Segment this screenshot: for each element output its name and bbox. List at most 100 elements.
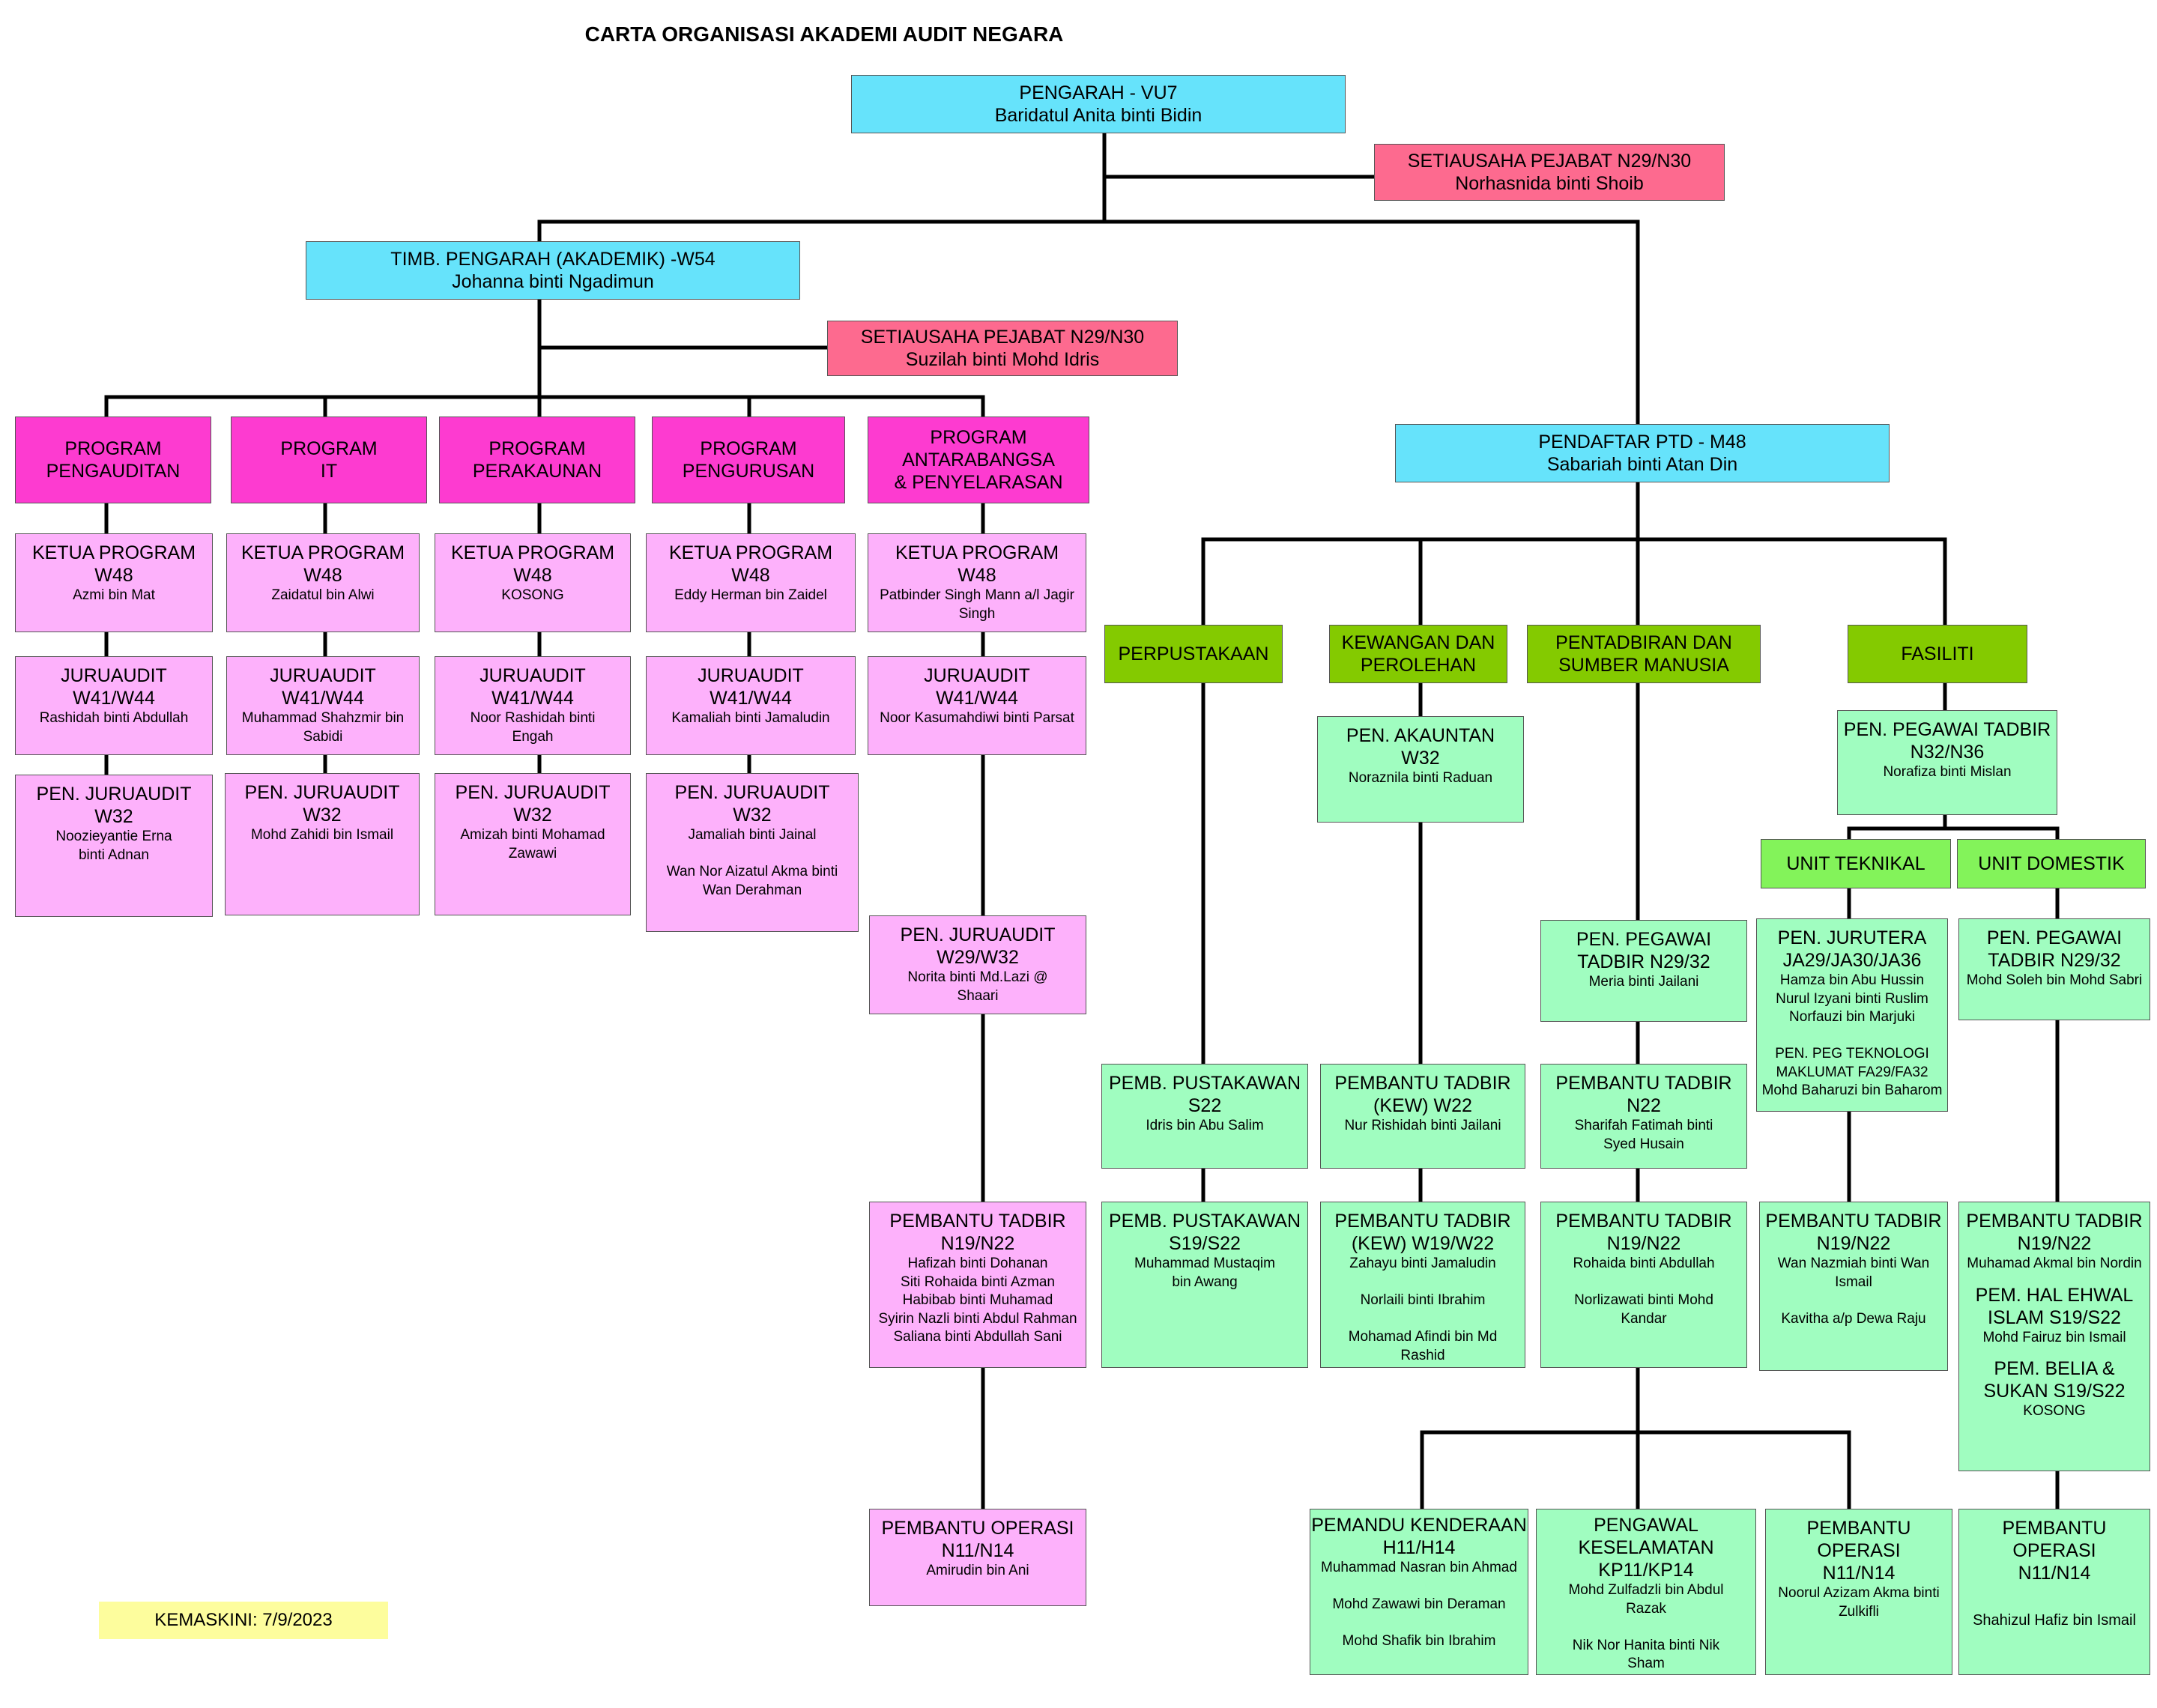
unit-teknikal-title: UNIT TEKNIKAL [1786,853,1925,874]
section-perpustakaan-title: PERPUSTAKAAN [1118,643,1269,664]
pembantu-operasi-pentadbiran-name: Noorul Azizam Akma binti Zulkifli [1778,1585,1940,1620]
pembantu-tadbir-antarabangsa-names: Hafizah binti Dohanan Siti Rohaida binti… [878,1256,1077,1345]
pem-belia-sukan-title: PEM. BELIA & SUKAN S19/S22 [1983,1358,2126,1402]
director-name: Baridatul Anita binti Bidin [994,105,1202,126]
pengawal-keselamatan-title: PENGAWAL KESELAMATAN KP11/KP14 [1578,1515,1714,1581]
pem-hal-ehwal-islam-title: PEM. HAL EHWAL ISLAM S19/S22 [1975,1284,2134,1328]
director-secretary-name: Norhasnida binti Shoib [1455,173,1644,194]
juruaudit-pengauditan-title: JURUAUDIT W41/W44 [61,665,167,709]
pembantu-tadbir-kew-w19-box: PEMBANTU TADBIR (KEW) W19/W22 Zahayu bin… [1320,1202,1525,1368]
ketua-program-it-title: KETUA PROGRAM W48 [240,542,405,586]
section-kewangan-title: KEWANGAN DAN PEROLEHAN [1341,632,1495,676]
pemb-pustakawan-s19-box: PEMB. PUSTAKAWAN S19/S22 Muhammad Mustaq… [1101,1202,1308,1368]
pemandu-kenderaan-title: PEMANDU KENDERAAN H11/H14 [1311,1515,1527,1558]
section-kewangan-box: KEWANGAN DAN PEROLEHAN [1329,625,1507,683]
juruaudit-it-box: JURUAUDIT W41/W44 Muhammad Shahzmir bin … [226,656,420,755]
juruaudit-pengurusan-name: Kamaliah binti Jamaludin [671,710,830,726]
unit-teknikal-box: UNIT TEKNIKAL [1761,839,1951,888]
pen-juruaudit-pengurusan-box: PEN. JURUAUDIT W32 Jamaliah binti Jainal… [646,773,859,932]
program-it-title: PROGRAM IT [280,438,378,482]
pemb-pustakawan-s19-title: PEMB. PUSTAKAWAN S19/S22 [1108,1211,1301,1254]
pembantu-operasi-antarabangsa-name: Amirudin bin Ani [926,1563,1029,1578]
pembantu-operasi-antarabangsa-box: PEMBANTU OPERASI N11/N14 Amirudin bin An… [869,1509,1086,1606]
pem-belia-sukan-name: KOSONG [2023,1403,2086,1419]
pembantu-tadbir-teknikal-box: PEMBANTU TADBIR N19/N22 Wan Nazmiah bint… [1759,1202,1948,1371]
program-pengauditan-box: PROGRAM PENGAUDITAN [15,417,211,503]
pemandu-kenderaan-names: Muhammad Nasran bin Ahmad Mohd Zawawi bi… [1321,1560,1517,1649]
chart-title: CARTA ORGANISASI AKADEMI AUDIT NEGARA [584,22,1064,46]
pen-juruaudit-perakaunan-title: PEN. JURUAUDIT W32 [455,782,611,826]
pemb-pustakawan-s22-box: PEMB. PUSTAKAWAN S22 Idris bin Abu Salim [1101,1064,1308,1169]
pembantu-tadbir-domestik-box: PEMBANTU TADBIR N19/N22 Muhamad Akmal bi… [1958,1202,2150,1471]
pembantu-tadbir-domestik-title: PEMBANTU TADBIR N19/N22 [1966,1211,2143,1254]
deputy-director-name: Johanna binti Ngadimun [452,271,654,292]
registrar-title: PENDAFTAR PTD - M48 [1538,431,1746,452]
pembantu-tadbir-pentadbiran-box: PEMBANTU TADBIR N19/N22 Rohaida binti Ab… [1540,1202,1747,1368]
update-date-label: KEMASKINI: 7/9/2023 [99,1602,388,1639]
pem-hal-ehwal-islam-name: Mohd Fairuz bin Ismail [1982,1329,2126,1345]
section-perpustakaan-box: PERPUSTAKAAN [1104,625,1283,683]
program-it-box: PROGRAM IT [231,417,427,503]
pembantu-tadbir-kew-w22-title: PEMBANTU TADBIR (KEW) W22 [1334,1073,1511,1116]
pembantu-operasi-domestik-title: PEMBANTU OPERASI N11/N14 [2002,1518,2107,1584]
juruaudit-antarabangsa-title: JURUAUDIT W41/W44 [924,665,1030,709]
pembantu-tadbir-domestik-name: Muhamad Akmal bin Nordin [1967,1256,2142,1271]
pen-pegawai-tadbir-domestik-box: PEN. PEGAWAI TADBIR N29/32 Mohd Soleh bi… [1958,918,2150,1020]
juruaudit-pengauditan-box: JURUAUDIT W41/W44 Rashidah binti Abdulla… [15,656,213,755]
pembantu-tadbir-antarabangsa-title: PEMBANTU TADBIR N19/N22 [889,1211,1066,1254]
pembantu-operasi-antarabangsa-title: PEMBANTU OPERASI N11/N14 [881,1518,1074,1561]
director-secretary-title: SETIAUSAHA PEJABAT N29/N30 [1407,151,1692,172]
juruaudit-perakaunan-name: Noor Rashidah binti Engah [470,710,596,745]
pen-pegawai-tadbir-domestik-title: PEN. PEGAWAI TADBIR N29/32 [1986,927,2123,971]
juruaudit-perakaunan-box: JURUAUDIT W41/W44 Noor Rashidah binti En… [435,656,631,755]
deputy-secretary-title: SETIAUSAHA PEJABAT N29/N30 [860,327,1145,348]
ketua-program-it-box: KETUA PROGRAM W48 Zaidatul bin Alwi [226,533,420,632]
pemandu-kenderaan-box: PEMANDU KENDERAAN H11/H14 Muhammad Nasra… [1310,1509,1528,1675]
pen-juruaudit-it-box: PEN. JURUAUDIT W32 Mohd Zahidi bin Ismai… [225,773,420,915]
ketua-program-pengauditan-box: KETUA PROGRAM W48 Azmi bin Mat [15,533,213,632]
pembantu-tadbir-n22-title: PEMBANTU TADBIR N22 [1555,1073,1732,1116]
director-box: PENGARAH - VU7 Baridatul Anita binti Bid… [851,75,1346,133]
pen-jurutera-box: PEN. JURUTERA JA29/JA30/JA36 Hamza bin A… [1756,918,1948,1112]
pembantu-tadbir-n22-box: PEMBANTU TADBIR N22 Sharifah Fatimah bin… [1540,1064,1747,1169]
program-perakaunan-box: PROGRAM PERAKAUNAN [439,417,635,503]
pen-pegawai-tadbir-fasiliti-title: PEN. PEGAWAI TADBIR N32/N36 [1843,719,2051,763]
ketua-program-pengurusan-name: Eddy Herman bin Zaidel [674,587,827,603]
director-secretary-box: SETIAUSAHA PEJABAT N29/N30 Norhasnida bi… [1374,144,1725,201]
pembantu-tadbir-teknikal-title: PEMBANTU TADBIR N19/N22 [1765,1211,1942,1254]
section-pentadbiran-title: PENTADBIRAN DAN SUMBER MANUSIA [1555,632,1732,676]
pembantu-operasi-domestik-box: PEMBANTU OPERASI N11/N14 Shahizul Hafiz … [1958,1509,2150,1675]
pen-akauntan-title: PEN. AKAUNTAN W32 [1346,725,1495,769]
pen-juruaudit-it-title: PEN. JURUAUDIT W32 [244,782,400,826]
pembantu-tadbir-kew-w19-names: Zahayu binti Jamaludin Norlaili binti Ib… [1348,1256,1498,1363]
pen-akauntan-box: PEN. AKAUNTAN W32 Noraznila binti Raduan [1317,716,1524,823]
pemb-pustakawan-s22-name: Idris bin Abu Salim [1146,1118,1264,1133]
juruaudit-perakaunan-title: JURUAUDIT W41/W44 [479,665,586,709]
deputy-secretary-name: Suzilah binti Mohd Idris [905,349,1100,370]
pen-juruaudit-pengurusan-title: PEN. JURUAUDIT W32 [674,782,830,826]
pembantu-tadbir-antarabangsa-box: PEMBANTU TADBIR N19/N22 Hafizah binti Do… [869,1202,1086,1368]
deputy-director-box: TIMB. PENGARAH (AKADEMIK) -W54 Johanna b… [306,241,800,300]
ketua-program-perakaunan-box: KETUA PROGRAM W48 KOSONG [435,533,631,632]
ketua-program-antarabangsa-name: Patbinder Singh Mann a/l Jagir Singh [880,587,1074,622]
section-pentadbiran-box: PENTADBIRAN DAN SUMBER MANUSIA [1527,625,1761,683]
juruaudit-antarabangsa-box: JURUAUDIT W41/W44 Noor Kasumahdiwi binti… [868,656,1086,755]
pembantu-tadbir-pentadbiran-title: PEMBANTU TADBIR N19/N22 [1555,1211,1732,1254]
ketua-program-perakaunan-name: KOSONG [501,587,564,603]
ketua-program-antarabangsa-box: KETUA PROGRAM W48 Patbinder Singh Mann a… [868,533,1086,632]
program-antarabangsa-box: PROGRAM ANTARABANGSA & PENYELARASAN [868,417,1089,503]
pemb-pustakawan-s22-title: PEMB. PUSTAKAWAN S22 [1108,1073,1301,1116]
pen-jurutera-title: PEN. JURUTERA JA29/JA30/JA36 [1777,927,1927,971]
deputy-secretary-box: SETIAUSAHA PEJABAT N29/N30 Suzilah binti… [827,321,1178,376]
pen-juruaudit-perakaunan-name: Amizah binti Mohamad Zawawi [460,827,605,861]
juruaudit-it-title: JURUAUDIT W41/W44 [270,665,376,709]
pembantu-tadbir-kew-w19-title: PEMBANTU TADBIR (KEW) W19/W22 [1334,1211,1511,1254]
pen-juruaudit-antarabangsa-box: PEN. JURUAUDIT W29/W32 Norita binti Md.L… [869,915,1086,1014]
pembantu-operasi-domestik-name: Shahizul Hafiz bin Ismail [1973,1612,2136,1629]
pembantu-tadbir-n22-name: Sharifah Fatimah binti Syed Husain [1574,1118,1713,1152]
ketua-program-antarabangsa-title: KETUA PROGRAM W48 [895,542,1059,586]
program-pengauditan-title: PROGRAM PENGAUDITAN [46,438,181,482]
ketua-program-pengauditan-title: KETUA PROGRAM W48 [31,542,196,586]
